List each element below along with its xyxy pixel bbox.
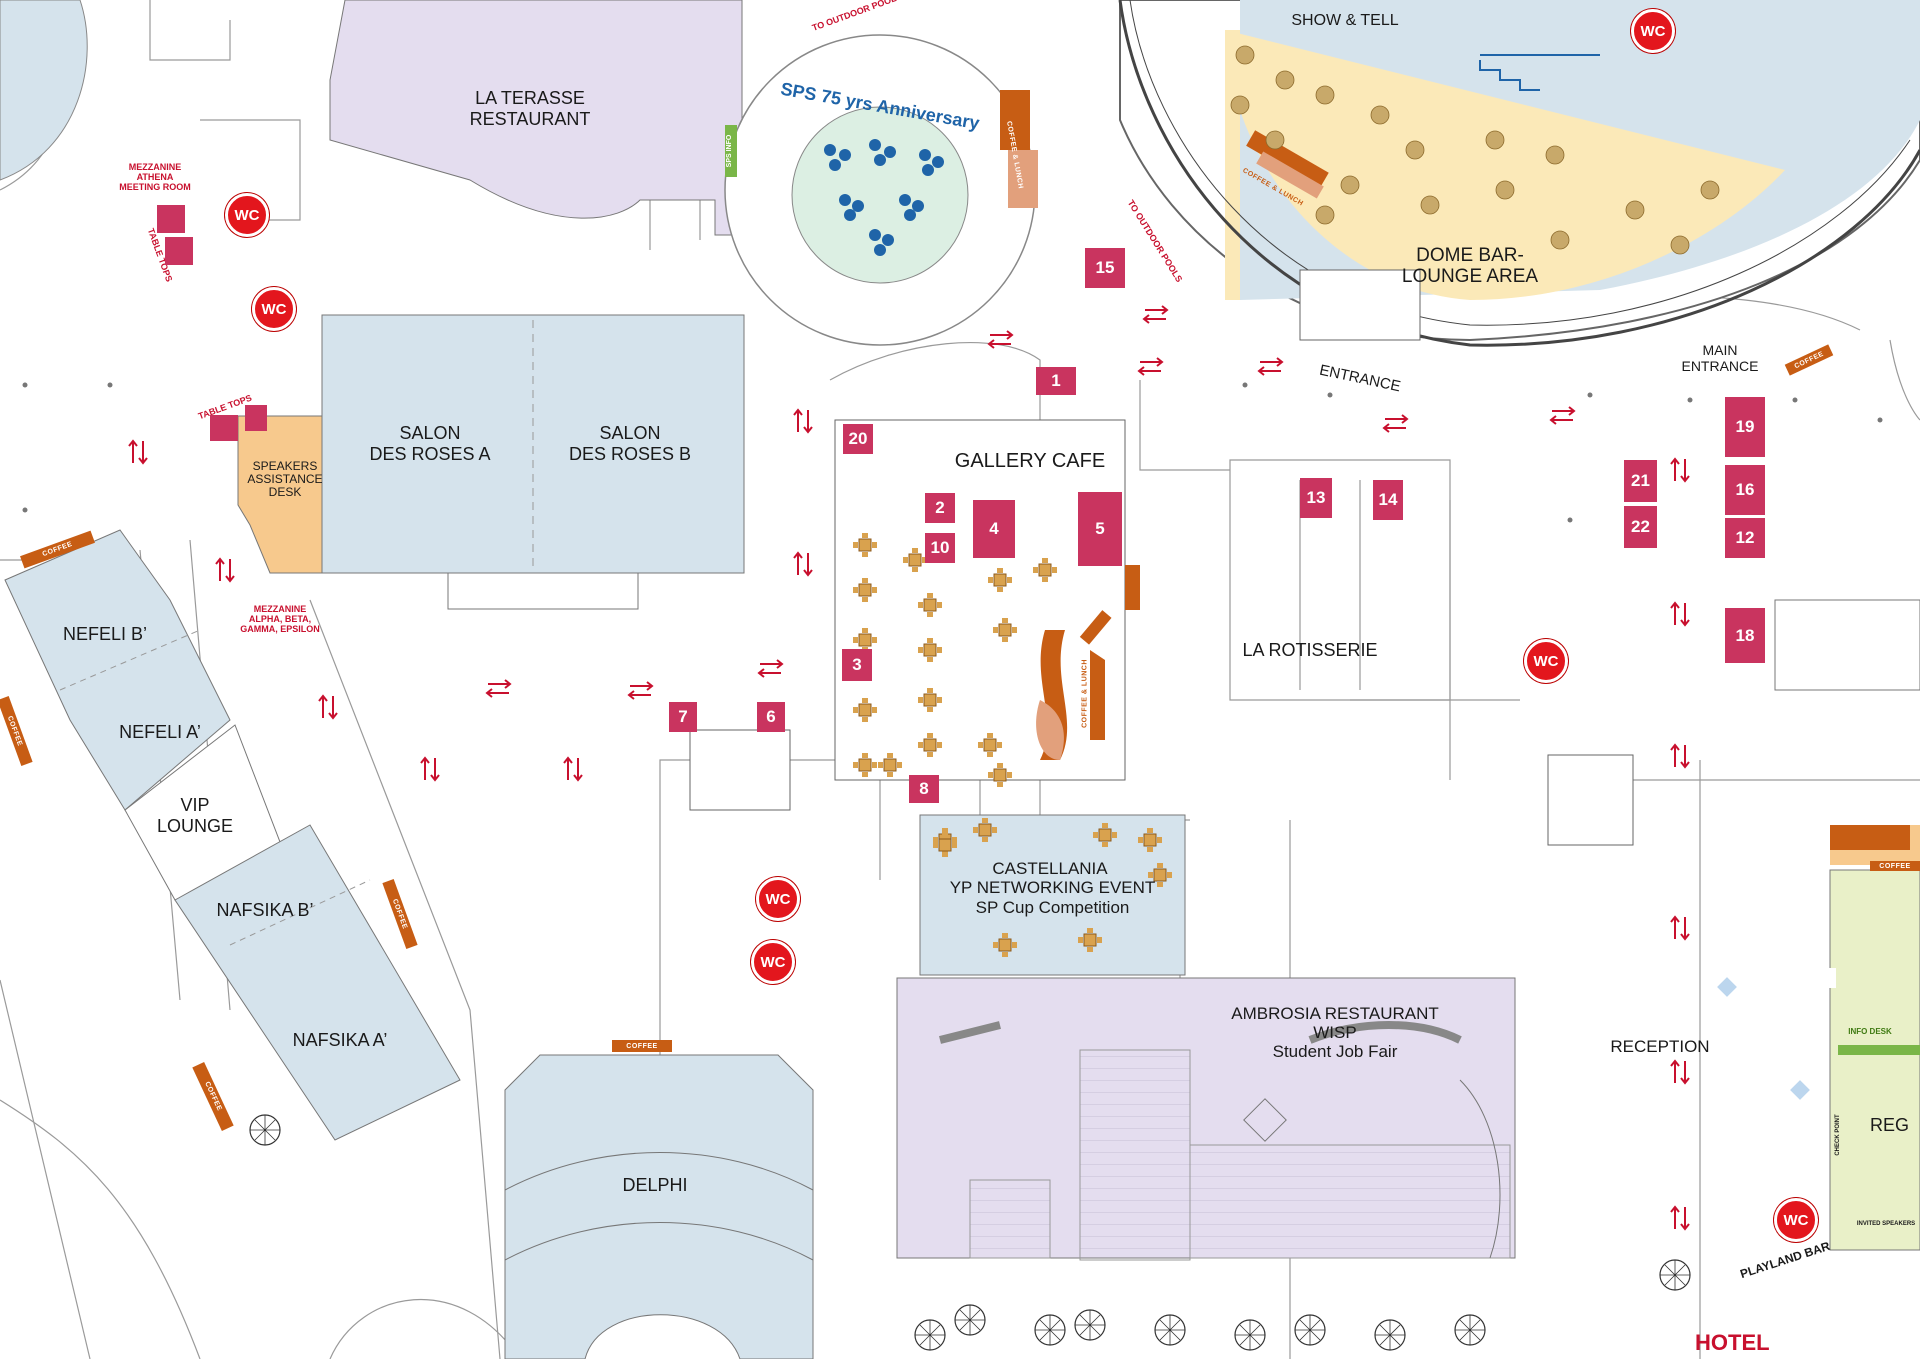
nefeli-a-label: NEFELI A’ [119, 722, 201, 742]
speakers-desk-label: SPEAKERS ASSISTANCE DESK [247, 459, 323, 499]
ambrosia-label: AMBROSIA RESTAURANT [1231, 1004, 1439, 1023]
wc-1[interactable]: WC [225, 193, 269, 237]
table-tops-3[interactable] [210, 415, 238, 441]
booth-5[interactable]: 5 [1078, 492, 1122, 566]
ambrosia-jobfair-label: Student Job Fair [1272, 1042, 1398, 1061]
registration-label: REG [1870, 1115, 1910, 1135]
wc-7[interactable]: WC [1774, 1198, 1818, 1242]
check-point-label: CHECK POINT [1835, 1114, 1841, 1156]
castellania-event-label: YP NETWORKING EVENT [949, 878, 1156, 897]
booth-22[interactable]: 22 [1624, 506, 1657, 548]
booth-7[interactable]: 7 [669, 702, 697, 732]
coffee-station-5[interactable]: COFFEE [612, 1040, 672, 1052]
wc-5[interactable]: WC [1524, 639, 1568, 683]
wc-2[interactable]: WC [252, 287, 296, 331]
nafsika-a-label: NAFSIKA A’ [292, 1030, 388, 1050]
booth-3[interactable]: 3 [842, 649, 872, 681]
nafsika-b-label: NAFSIKA B’ [216, 900, 314, 920]
castellania-cup-label: SP Cup Competition [975, 898, 1130, 917]
booth-12[interactable]: 12 [1725, 518, 1765, 558]
coffee-lunch-gallery[interactable]: COFFEE & LUNCH [1081, 659, 1089, 728]
hotel-label: HOTEL [1695, 1330, 1770, 1355]
ambrosia-wisp-label: WISP [1313, 1023, 1357, 1042]
table-tops-1[interactable] [157, 205, 185, 233]
wc-4[interactable]: WC [751, 940, 795, 984]
booth-15[interactable]: 15 [1085, 248, 1125, 288]
booth-8[interactable]: 8 [909, 775, 939, 803]
show-tell-label: SHOW & TELL [1291, 12, 1399, 29]
nefeli-b-label: NEFELI B’ [62, 624, 148, 644]
la-terasse-label: LA TERASSE RESTAURANT [469, 88, 591, 129]
booth-2[interactable]: 2 [925, 493, 955, 523]
wc-3[interactable]: WC [756, 877, 800, 921]
gallery-cafe-label: GALLERY CAFE [954, 450, 1106, 472]
booth-14[interactable]: 14 [1373, 480, 1403, 520]
castellania-label: CASTELLANIA [992, 859, 1108, 878]
booth-10[interactable]: 10 [925, 533, 955, 563]
mezz-athena-label: MEZZANINE ATHENA MEETING ROOM [119, 162, 191, 192]
coffee-station-7[interactable]: COFFEE [1870, 861, 1920, 871]
booth-6[interactable]: 6 [757, 702, 785, 732]
reception-label: RECEPTION [1610, 1037, 1710, 1056]
booth-20[interactable]: 20 [843, 424, 873, 454]
delphi-label: DELPHI [622, 1175, 688, 1195]
booth-4[interactable]: 4 [973, 500, 1015, 558]
la-rotisserie-label: LA ROTISSERIE [1242, 640, 1378, 660]
booth-13[interactable]: 13 [1300, 478, 1332, 518]
dome-bar-label: DOME BAR- LOUNGE AREA [1401, 245, 1539, 287]
booth-1[interactable]: 1 [1036, 367, 1076, 395]
info-desk-label: INFO DESK [1848, 1027, 1892, 1036]
wc-6[interactable]: WC [1631, 9, 1675, 53]
salon-b-label: SALON DES ROSES B [568, 423, 692, 464]
salon-a-label: SALON DES ROSES A [369, 423, 491, 464]
booth-18[interactable]: 18 [1725, 608, 1765, 663]
sps-info-label: SPS INFO [726, 134, 733, 168]
main-entrance-label: MAIN ENTRANCE [1681, 342, 1759, 374]
booth-16[interactable]: 16 [1725, 465, 1765, 515]
table-tops-2[interactable] [165, 237, 193, 265]
booth-21[interactable]: 21 [1624, 460, 1657, 502]
table-tops-4[interactable] [245, 405, 267, 431]
invited-speakers-label: INVITED SPEAKERS [1856, 1221, 1916, 1227]
vip-lounge-label: VIP LOUNGE [156, 795, 234, 836]
mezz-alpha-label: MEZZANINE ALPHA, BETA, GAMMA, EPSILON [240, 604, 320, 634]
booth-19[interactable]: 19 [1725, 397, 1765, 457]
